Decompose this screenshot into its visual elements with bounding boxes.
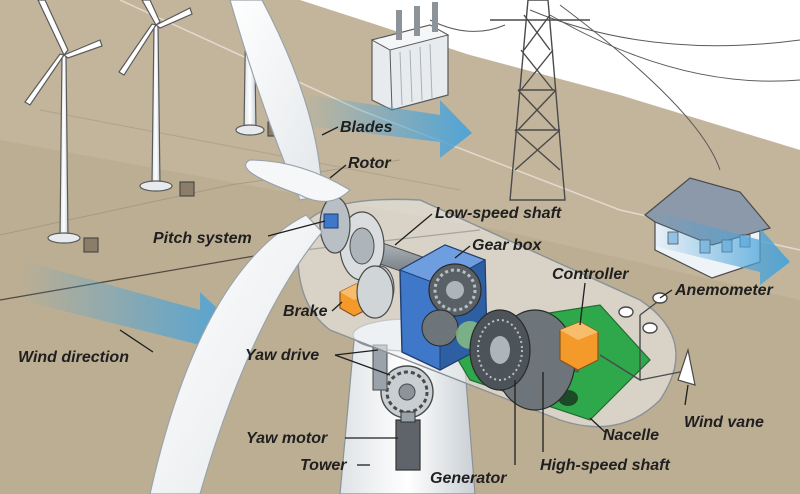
yaw-drive-assembly [372,344,434,471]
arrow-right-icon [300,95,472,158]
label-high-speed-shaft: High-speed shaft [540,457,670,474]
wind-arrows [20,95,790,362]
label-nacelle: Nacelle [603,427,659,444]
labels: Blades Rotor Low-speed shaft Pitch syste… [18,119,774,487]
blades [149,0,351,494]
label-pitch-system: Pitch system [153,230,252,247]
gear-box [398,244,488,371]
arrow-right-icon [650,210,790,285]
label-gear-box: Gear box [472,237,542,254]
anemometer-mast [599,292,691,382]
label-generator: Generator [430,470,507,487]
transmission-tower-icon [490,0,590,201]
rotor-hub [319,196,351,254]
label-low-speed-shaft: Low-speed shaft [435,205,562,222]
label-anemometer: Anemometer [674,282,774,299]
leader-lines [119,126,689,466]
label-controller: Controller [552,266,629,283]
arrow-right-icon [20,260,240,362]
transformer-icon [370,2,450,111]
label-brake: Brake [283,303,328,320]
background-turbines [24,0,283,253]
label-yaw-drive: Yaw drive [245,347,319,364]
label-rotor: Rotor [348,155,391,172]
brake [339,265,394,319]
label-wind-vane: Wind vane [684,414,764,431]
label-yaw-motor: Yaw motor [246,430,328,447]
wind-vane [677,347,696,386]
label-tower: Tower [300,457,347,474]
label-wind-direction: Wind direction [18,349,129,366]
controller [559,321,599,371]
label-blades: Blades [340,119,393,136]
